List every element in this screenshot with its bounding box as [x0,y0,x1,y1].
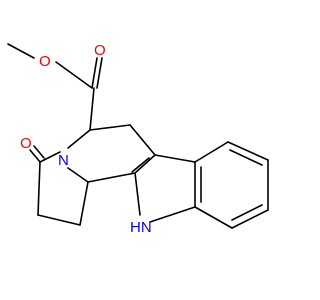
bond-c6a-c11a-inner [131,157,150,173]
structure-canvas: O O O N HN [7,42,269,236]
bond-benz-5 [194,206,233,229]
atom-ester-o-double: O [94,42,106,59]
bond-n-c11b [67,167,89,183]
bond-c6a-c3a [154,154,196,163]
bond-c1-c11b [79,181,89,226]
bond-n-c3 [39,151,61,163]
bond-nh-c7a [149,206,196,223]
bond-ester-c-ring-c [89,87,95,131]
bond-c3-c2 [37,161,41,216]
atom-ring-n: N [58,152,69,169]
bond-ester-c-double-o-1 [91,57,98,89]
atom-lactam-o: O [20,135,32,152]
bond-c3-double-o-2 [33,145,45,159]
bond-c6-c6a [129,124,156,156]
molecule-drawing: O O O N HN [7,42,269,236]
bond-o-carbonyl-c [55,61,93,89]
bond-benz-4 [231,209,269,229]
bond-benz-2-inner [229,149,263,166]
bond-c5-c6 [89,124,131,131]
bond-c11a-nh [134,172,141,216]
atom-indole-nh: HN [130,219,152,236]
bond-c3-double-o-1 [29,149,41,163]
atom-ester-o-single: O [39,53,51,70]
bond-c2-c1 [37,214,81,226]
bond-benz-4-inner [231,204,263,221]
bond-methyl-o [7,43,35,59]
bond-ester-c-double-o-2 [96,57,103,89]
bond-benz-2 [227,141,269,161]
bond-c6a-c11a [134,154,156,174]
bond-c5-n [67,129,91,149]
bond-c11b-c11a [87,172,136,183]
bond-benz-1 [194,141,229,163]
